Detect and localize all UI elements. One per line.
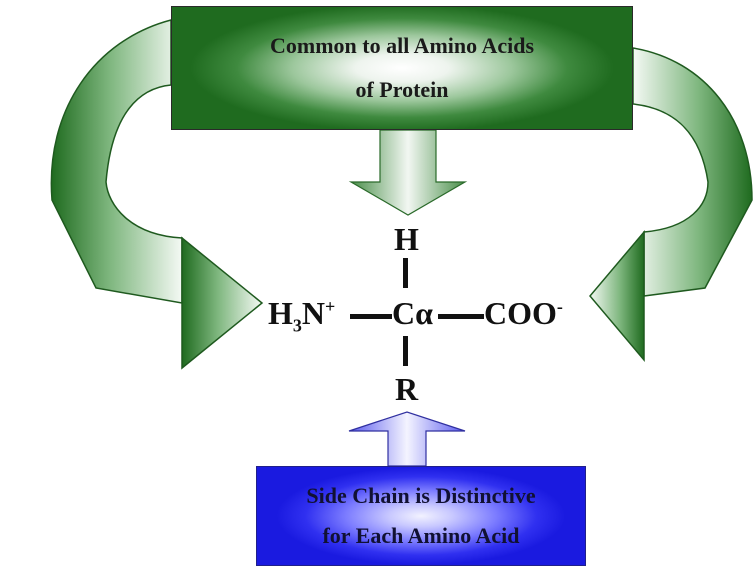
amino-nitrogen: N: [301, 295, 325, 331]
carboxyl-text: COO: [484, 295, 557, 331]
alpha-carbon-letter: C: [392, 295, 416, 331]
amino-group: H3N+: [268, 295, 336, 334]
alpha-symbol: α: [415, 295, 433, 331]
amino-prefix: H: [268, 295, 293, 331]
right-arrow-head: [589, 229, 645, 363]
right-curved-arrow: [632, 47, 753, 297]
common-groups-box: Common to all Amino Acids of Protein: [171, 6, 633, 130]
carboxyl-group: COO-: [484, 296, 563, 330]
up-arrow: [348, 411, 466, 467]
down-arrow: [348, 129, 468, 216]
left-curved-arrow: [50, 19, 183, 304]
bond-bottom: [403, 336, 408, 366]
hydrogen-atom: H: [394, 221, 419, 257]
amino-charge: +: [325, 296, 336, 317]
side-chain-r: R: [395, 371, 419, 407]
bond-right: [438, 314, 484, 319]
side-chain-box: Side Chain is Distinctive for Each Amino…: [256, 466, 586, 566]
common-groups-line2: of Protein: [355, 77, 449, 102]
bond-left: [350, 314, 392, 319]
amino-subscript: 3: [292, 315, 302, 336]
side-chain-line2: for Each Amino Acid: [322, 523, 520, 548]
side-chain-line1: Side Chain is Distinctive: [306, 483, 536, 508]
left-arrow-head: [181, 236, 264, 370]
common-groups-line1: Common to all Amino Acids: [269, 33, 535, 58]
alpha-carbon: Cα: [392, 296, 433, 330]
carboxyl-charge: -: [556, 296, 563, 317]
bond-top: [403, 258, 408, 288]
